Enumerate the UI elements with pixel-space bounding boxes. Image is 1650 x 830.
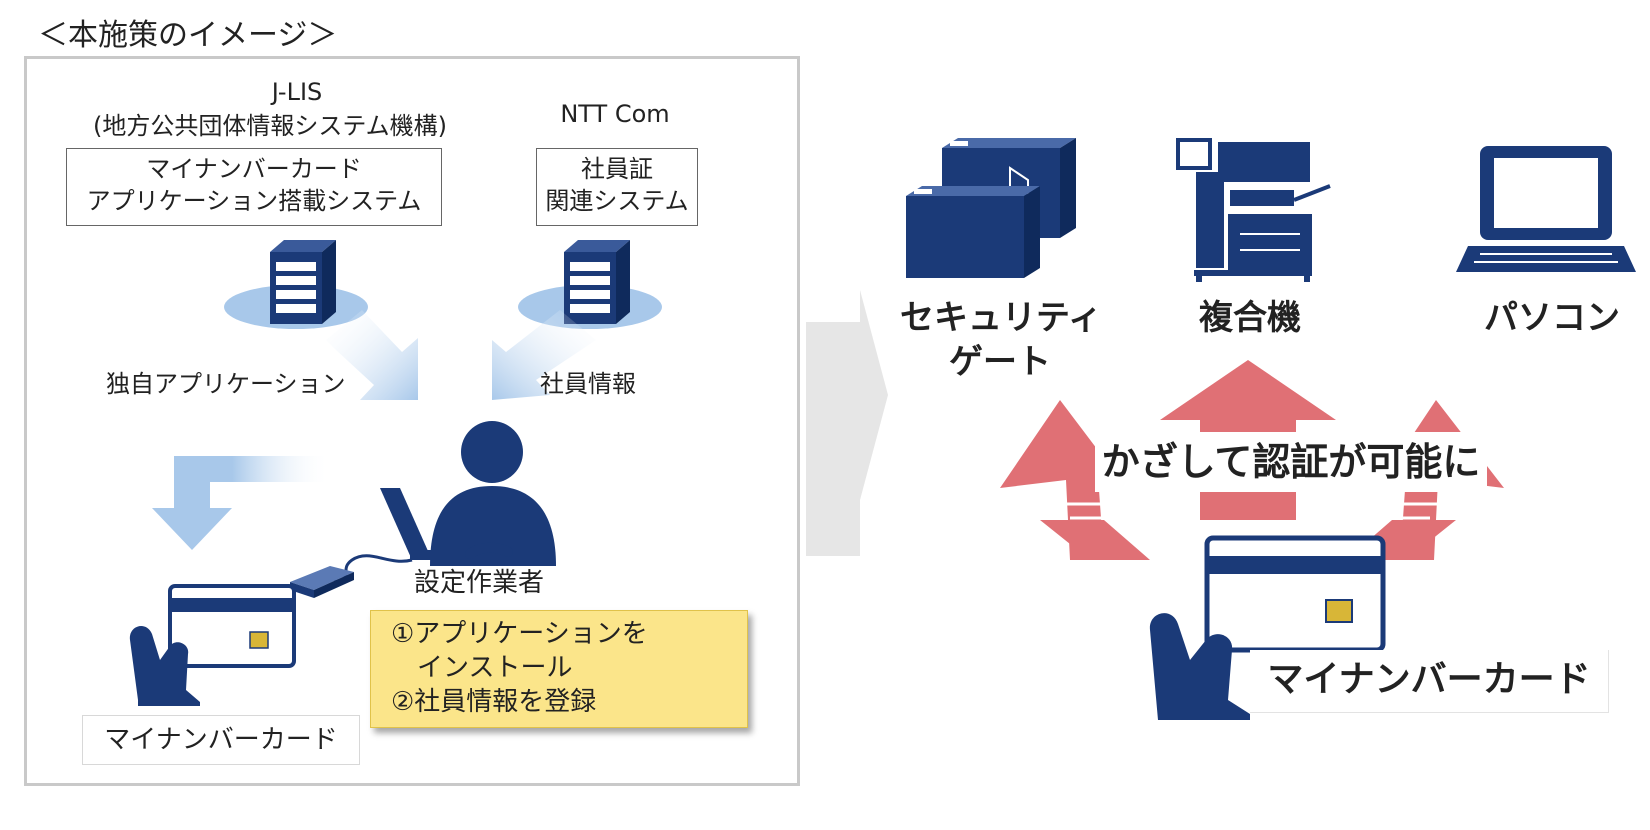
diagram-heading: ＜本施策のイメージ＞ bbox=[38, 18, 338, 53]
nttcom-server-icon bbox=[518, 240, 662, 329]
arrow-stripes bbox=[1060, 502, 1440, 520]
jlis-system-line1: マイナンバーカード bbox=[146, 155, 362, 183]
security-gate-icon bbox=[906, 138, 1076, 278]
nttcom-name: NTT Com bbox=[560, 100, 670, 128]
employee-info-label: 社員情報 bbox=[540, 370, 636, 398]
nttcom-system-box: 社員証 関連システム bbox=[536, 148, 698, 226]
right-card-label: マイナンバーカード bbox=[1250, 650, 1609, 713]
security-gate-label: セキュリティ ゲート bbox=[900, 296, 1102, 384]
app-flow-arrow bbox=[326, 310, 418, 400]
jlis-system-line2: アプリケーション搭載システム bbox=[86, 187, 422, 215]
left-card-hand-icon bbox=[129, 584, 296, 706]
laptop-icon bbox=[1456, 146, 1636, 272]
jlis-full-name: (地方公共団体情報システム機構) bbox=[92, 112, 447, 140]
callout-line1: ①アプリケーションを bbox=[391, 619, 648, 649]
security-gate-line1: セキュリティ bbox=[900, 298, 1102, 338]
printer-icon bbox=[1176, 138, 1331, 282]
printer-label: 複合機 bbox=[1199, 298, 1301, 338]
security-gate-line2: ゲート bbox=[949, 342, 1051, 382]
callout-line3: ②社員情報を登録 bbox=[391, 687, 597, 717]
auth-banner: かざして認証が可能に bbox=[1095, 432, 1487, 492]
jlis-server-icon bbox=[224, 240, 368, 329]
nttcom-system-line2: 関連システム bbox=[545, 187, 689, 215]
setup-steps-callout: ①アプリケーションを インストール ②社員情報を登録 bbox=[370, 610, 748, 728]
employee-info-flow-arrow bbox=[492, 310, 596, 400]
jlis-system-box: マイナンバーカード アプリケーション搭載システム bbox=[66, 148, 442, 226]
worker-label: 設定作業者 bbox=[414, 568, 545, 598]
left-card-label: マイナンバーカード bbox=[82, 715, 360, 765]
write-to-card-arrow bbox=[152, 456, 330, 550]
transition-arrow bbox=[806, 290, 888, 556]
nttcom-system-line1: 社員証 bbox=[581, 155, 653, 183]
worker-icon bbox=[290, 421, 556, 598]
laptop-label: パソコン bbox=[1484, 298, 1620, 338]
jlis-name: J-LIS bbox=[271, 78, 323, 106]
callout-line2: インストール bbox=[391, 653, 573, 683]
app-flow-label: 独自アプリケーション bbox=[106, 370, 346, 398]
